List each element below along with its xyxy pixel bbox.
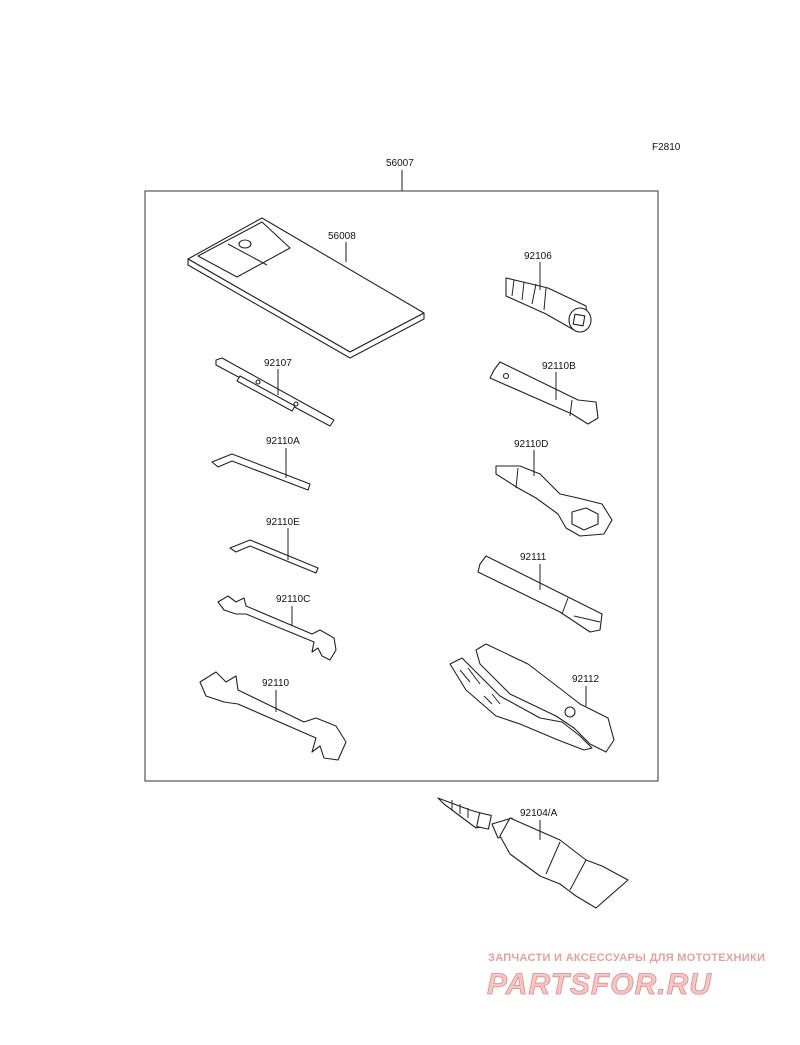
handle-bar-icon[interactable] — [477, 555, 603, 633]
label-handle-bar: 92111 — [520, 552, 547, 563]
offset-wrench-icon[interactable] — [495, 465, 613, 537]
socket-adapter-icon[interactable] — [505, 277, 592, 333]
label-wrench-small: 92110C — [276, 594, 310, 605]
pliers-icon[interactable] — [449, 643, 615, 753]
watermark-site: PARTSFOR.RU — [487, 968, 712, 1001]
label-case: 56008 — [328, 231, 356, 242]
wrench-icon[interactable] — [199, 671, 347, 761]
box-wrench-icon[interactable] — [489, 361, 599, 425]
kit-label: 56007 — [386, 158, 414, 169]
hex-key-large-icon[interactable] — [211, 453, 311, 491]
label-socket-adapter: 92106 — [524, 251, 552, 262]
label-box-wrench: 92110B — [542, 361, 576, 372]
watermark-subtitle: ЗАПЧАСТИ И АКСЕССУАРЫ ДЛЯ МОТОТЕХНИКИ — [488, 952, 765, 964]
label-grease-tube: 92104/A — [520, 808, 558, 819]
label-hex-key-e: 92110E — [266, 517, 300, 528]
label-offset-wrench: 92110D — [514, 439, 548, 450]
tool-case-icon[interactable] — [187, 217, 425, 359]
grease-tube-icon[interactable] — [437, 797, 629, 909]
hex-key-small-icon[interactable] — [229, 539, 319, 574]
kit-frame — [144, 190, 659, 782]
screwdriver-icon[interactable] — [215, 357, 335, 427]
label-wrench: 92110 — [262, 678, 290, 689]
label-screwdriver: 92107 — [264, 358, 292, 369]
label-hex-key-a: 92110A — [266, 436, 300, 447]
wrench-small-icon[interactable] — [217, 595, 337, 661]
diagram-code: F2810 — [652, 142, 681, 153]
label-pliers: 92112 — [572, 674, 600, 685]
